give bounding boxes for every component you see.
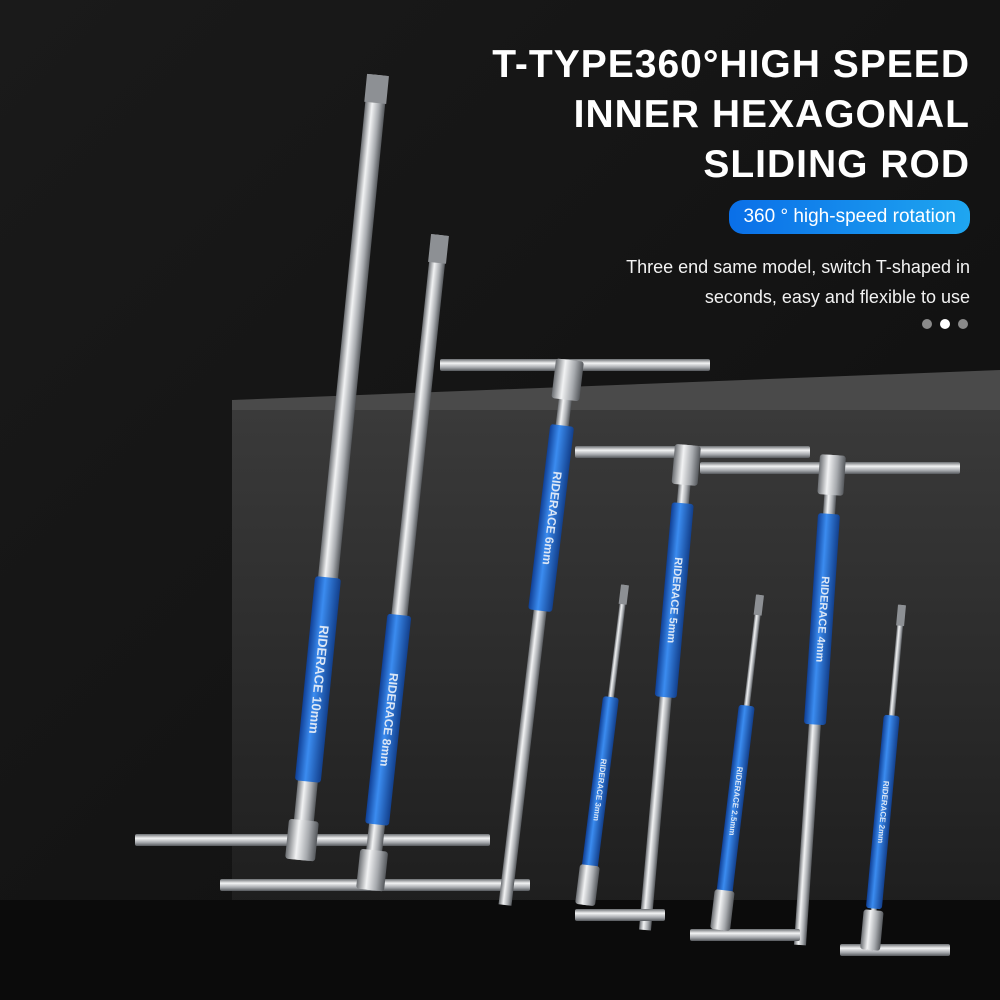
hex-key-tool: RIDERACE 4mm (700, 454, 960, 946)
chuck-head (671, 444, 701, 486)
headline-line: T-TYPE360°HIGH SPEED (492, 43, 970, 86)
chuck-head (860, 909, 884, 951)
description-line: Three end same model, switch T-shaped in (626, 257, 970, 277)
description: Three end same model, switch T-shaped in… (510, 252, 970, 312)
hex-key-tool: RIDERACE 3mm (575, 584, 665, 921)
headline-line: SLIDING ROD (703, 143, 970, 186)
chuck-head (710, 889, 735, 931)
description-line: seconds, easy and flexible to use (704, 287, 970, 307)
carousel-dots (922, 319, 968, 329)
chuck-head (817, 454, 846, 496)
blue-sleeve (580, 696, 619, 884)
hex-key-tool: RIDERACE 5mm (575, 444, 810, 931)
hex-key-tool: RIDERACE 2.5mm (690, 594, 800, 941)
hex-tip (896, 604, 906, 627)
blue-sleeve (528, 424, 574, 612)
feature-badge: 360 ° high-speed rotation (729, 200, 970, 234)
hex-tip (428, 234, 449, 264)
chuck-head (285, 818, 319, 862)
carousel-dot[interactable] (922, 319, 932, 329)
chuck-head (356, 849, 388, 892)
hex-tip (753, 594, 764, 616)
hex-key-tool: RIDERACE 2mm (840, 604, 950, 956)
t-handle-bar (690, 929, 800, 941)
headline: T-TYPE360°HIGH SPEED INNER HEXAGONAL SLI… (492, 40, 970, 190)
hex-key-tool: RIDERACE 8mm (220, 234, 530, 892)
blue-sleeve (654, 502, 694, 698)
headline-line: INNER HEXAGONAL (573, 93, 970, 136)
floor-reflection (0, 900, 1000, 1000)
tool-label: RIDERACE 4mm (813, 576, 831, 663)
carousel-dot[interactable] (958, 319, 968, 329)
hex-key-tool: RIDERACE 10mm (135, 73, 490, 862)
blue-sleeve (866, 714, 900, 910)
chuck-head (575, 864, 600, 906)
t-handle-bar (840, 944, 950, 956)
carousel-dot-active[interactable] (940, 319, 950, 329)
hex-tip (618, 584, 629, 605)
blue-sleeve (365, 613, 412, 826)
blue-sleeve (295, 576, 341, 783)
chuck-head (551, 358, 584, 402)
t-handle-bar (575, 909, 665, 921)
hex-tip (364, 73, 389, 104)
blue-sleeve (716, 704, 755, 898)
blue-sleeve (804, 513, 840, 726)
